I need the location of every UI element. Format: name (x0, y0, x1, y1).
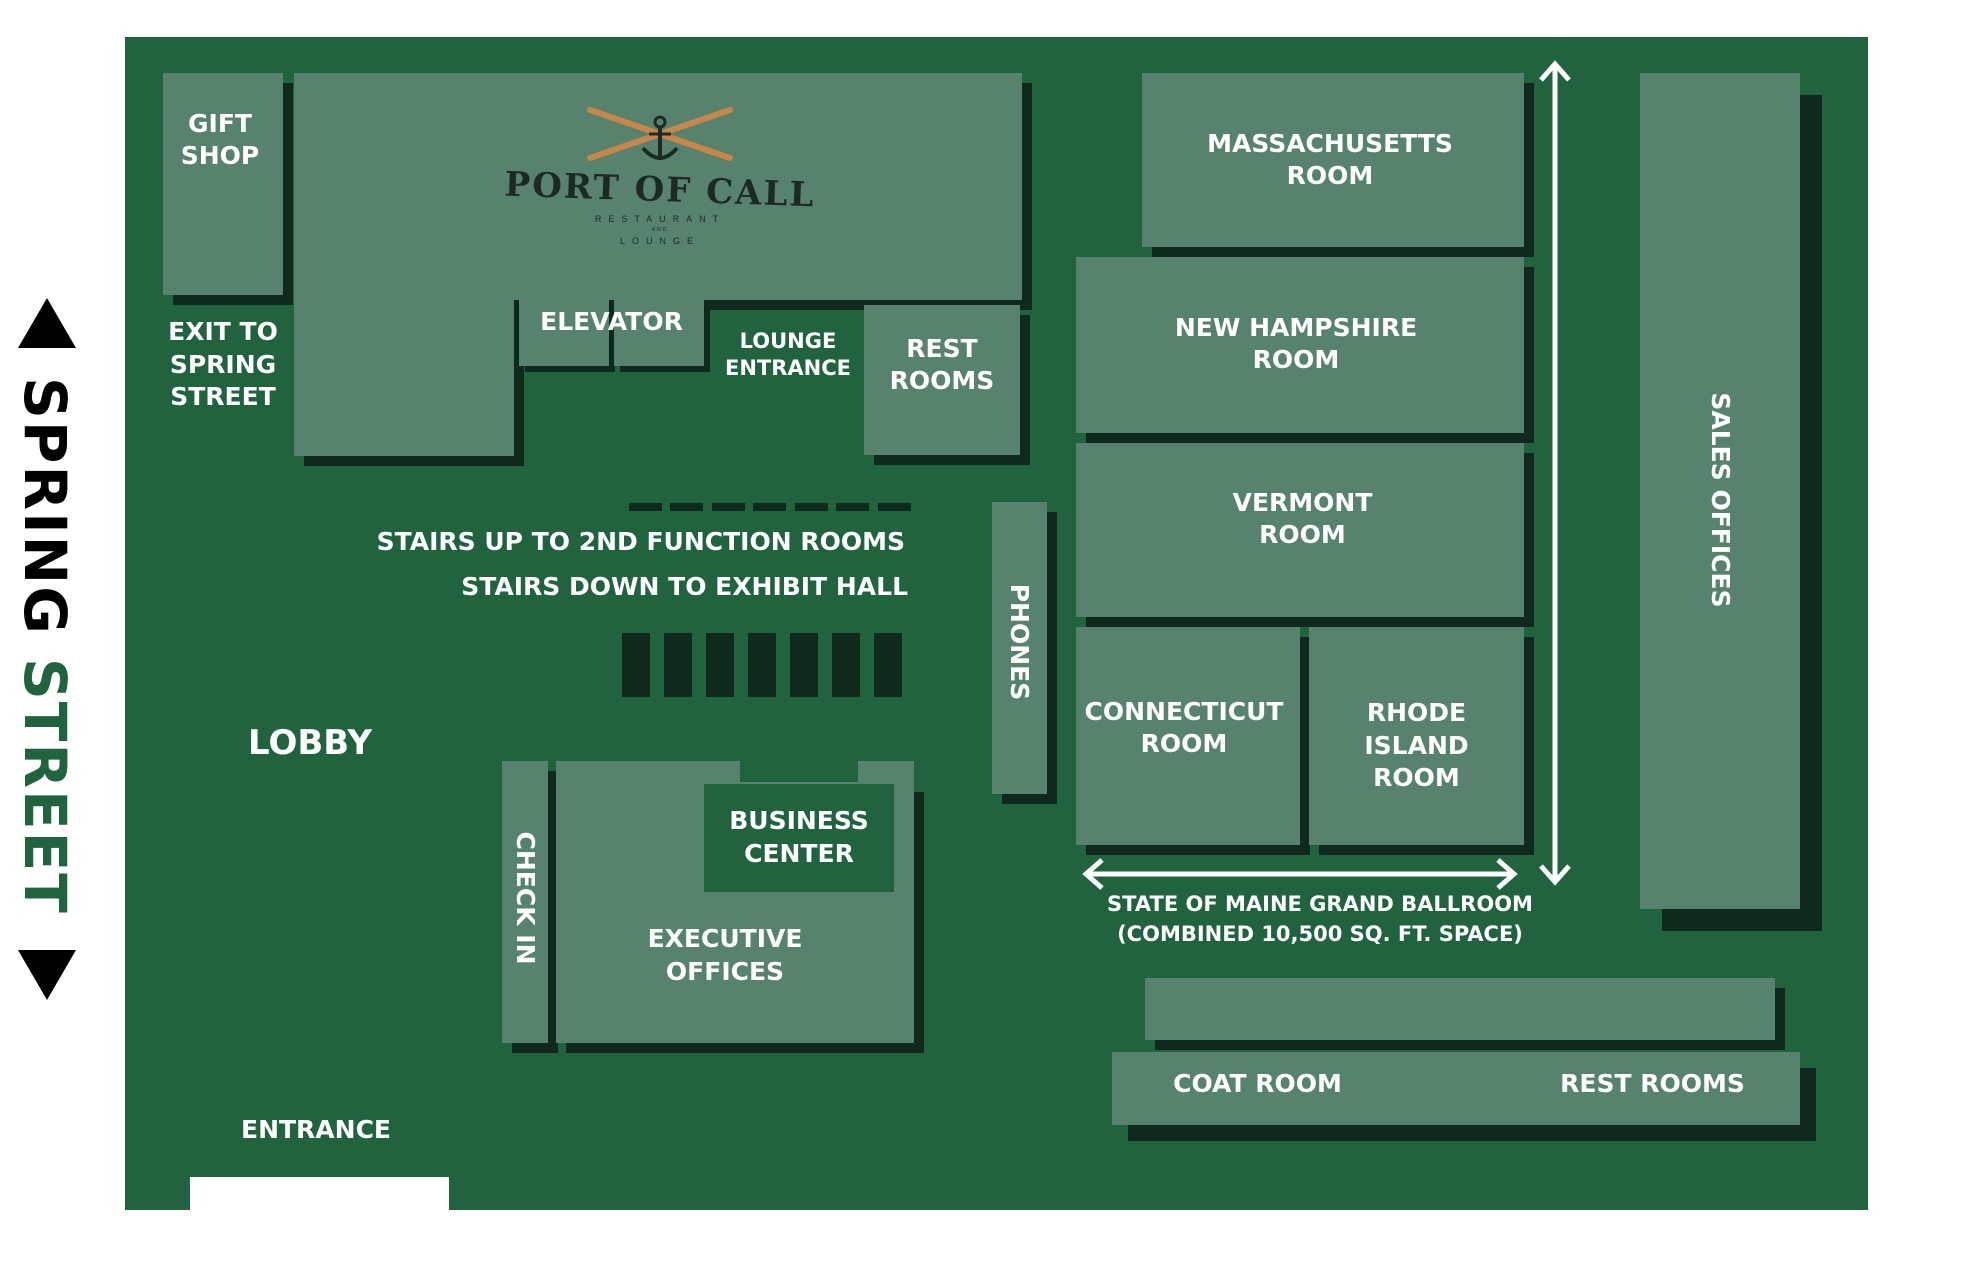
elevator-label: ELEVATOR (540, 307, 683, 337)
executive-offices-notch-left (556, 761, 740, 786)
triangle-down-icon (18, 950, 76, 1000)
ballroom-title[interactable]: STATE OF MAINE GRAND BALLROOM (1107, 892, 1533, 917)
exit-label: EXIT TO SPRING STREET (168, 317, 278, 412)
gift-shop-room[interactable] (163, 73, 283, 295)
phones-room[interactable] (992, 502, 1047, 794)
new-hampshire-room[interactable] (1076, 257, 1524, 433)
ballroom-horizontal-arrow-icon (1082, 858, 1518, 890)
check-in-label: CHECK IN (511, 831, 541, 965)
stair-tick (878, 503, 911, 511)
stair-tick (670, 503, 703, 511)
stairs-up-label[interactable]: STAIRS UP TO 2ND FUNCTION ROOMS (376, 526, 905, 556)
business-center-label: BUSINESS CENTER (729, 806, 869, 868)
new-hampshire-label: NEW HAMPSHIRE ROOM (1174, 312, 1418, 375)
stair-step (664, 633, 692, 697)
elevator-room-b[interactable] (614, 298, 704, 366)
spring-street-label: SPRING STREET (11, 316, 79, 976)
sales-offices-label: SALES OFFICES (1706, 392, 1736, 608)
connecticut-room[interactable] (1076, 627, 1300, 845)
lobby-label[interactable]: LOBBY (248, 722, 372, 763)
rhode-island-label: RHODE ISLAND ROOM (1364, 698, 1469, 793)
elevator-room-a[interactable] (519, 298, 609, 366)
logo-subtitle: RESTAURANT (594, 214, 726, 224)
lounge-entrance-label: LOUNGE ENTRANCE (725, 328, 851, 380)
stairs-down-label[interactable]: STAIRS DOWN TO EXHIBIT HALL (461, 571, 908, 601)
street-word-spring: SPRING (11, 377, 79, 659)
massachusetts-label: MASSACHUSETTS ROOM (1207, 128, 1453, 191)
oars-anchor-icon (587, 107, 733, 161)
ballroom-subtitle: (COMBINED 10,500 SQ. FT. SPACE) (1117, 922, 1523, 947)
stair-step (748, 633, 776, 697)
check-in-desk[interactable] (502, 761, 548, 1043)
logo-subtitle-2: LOUNGE (619, 236, 700, 246)
coat-room-label[interactable]: COAT ROOM (1173, 1068, 1342, 1098)
gift-shop-label: GIFT SHOP (180, 108, 260, 171)
phones-label: PHONES (1005, 583, 1035, 701)
coat-rest-rooms-strip (1112, 1052, 1800, 1125)
executive-offices-notch-right (858, 761, 914, 786)
stair-tick (753, 503, 786, 511)
massachusetts-room[interactable] (1142, 73, 1524, 247)
entrance-doorway[interactable] (190, 1177, 449, 1210)
logo-and: AND (651, 227, 669, 233)
vermont-room[interactable] (1076, 443, 1524, 617)
sales-offices-room[interactable] (1640, 73, 1800, 909)
stair-tick (712, 503, 745, 511)
executive-offices-label: EXECUTIVE OFFICES (647, 924, 803, 986)
restaurant-room-left[interactable] (294, 298, 514, 456)
stair-step (874, 633, 902, 697)
business-center-room[interactable] (704, 784, 894, 892)
stair-step (832, 633, 860, 697)
rest-rooms-top-label: REST ROOMS (889, 333, 995, 396)
street-word-street: STREET (11, 658, 79, 915)
vermont-label: VERMONT ROOM (1232, 487, 1373, 550)
stair-tick (836, 503, 869, 511)
rest-rooms-bottom-label[interactable]: REST ROOMS (1560, 1068, 1745, 1098)
triangle-up-icon (18, 298, 76, 348)
stair-step (622, 633, 650, 697)
stair-tick (795, 503, 828, 511)
stair-tick (629, 503, 662, 511)
stair-step (790, 633, 818, 697)
connecticut-label: CONNECTICUT ROOM (1084, 696, 1284, 759)
rhode-island-room[interactable] (1309, 627, 1524, 845)
stair-step (706, 633, 734, 697)
ballroom-vertical-arrow-icon (1539, 60, 1571, 886)
corridor-strip (1145, 978, 1775, 1040)
rest-rooms-top[interactable] (864, 305, 1020, 455)
restaurant-room-main[interactable] (294, 73, 1022, 300)
entrance-label[interactable]: ENTRANCE (241, 1114, 391, 1144)
